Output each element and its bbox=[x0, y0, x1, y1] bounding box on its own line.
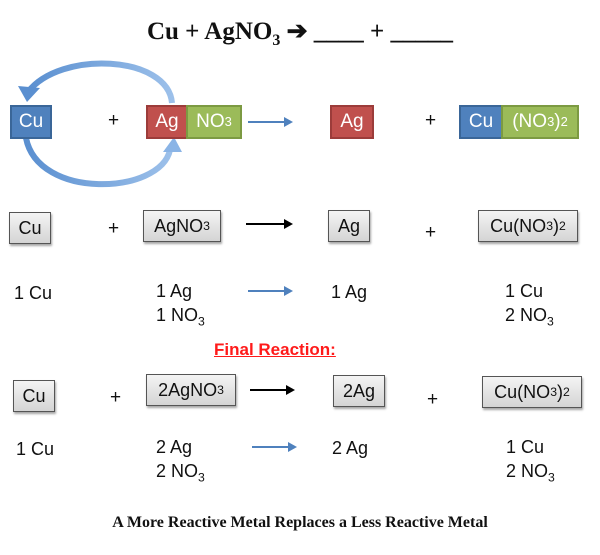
count-line: 1 Cu bbox=[16, 439, 55, 459]
title-arrow-icon: ➔ bbox=[286, 18, 308, 45]
swap-arrows-icon bbox=[18, 60, 293, 188]
reactant-label: Cu bbox=[18, 217, 42, 238]
product-2ag-box: 2Ag bbox=[333, 375, 385, 407]
count-text: 2 NO bbox=[156, 461, 199, 481]
paren: ) bbox=[554, 111, 561, 132]
atom-count-product1: 2 Ag bbox=[332, 436, 368, 460]
plus-sign: + bbox=[427, 389, 439, 410]
plus-sign: + bbox=[108, 110, 120, 131]
swap-arrow-top-head bbox=[18, 86, 40, 102]
swap-arrow-top bbox=[25, 60, 175, 104]
reaction-arrow-icon bbox=[250, 385, 295, 395]
title-reactants: Cu + AgNO bbox=[146, 18, 273, 45]
caption: A More Reactive Metal Replaces a Less Re… bbox=[112, 514, 488, 531]
count-line: 2 Ag bbox=[332, 438, 369, 458]
equation-title: Cu + AgNO3 ➔ ____ + _____ bbox=[0, 16, 600, 50]
reaction-arrow-icon bbox=[246, 219, 293, 229]
title-subscript: 3 bbox=[272, 32, 281, 49]
count-line: 1 NO3 bbox=[156, 303, 205, 327]
reactant-label: AgNO bbox=[154, 215, 204, 236]
product-ag-block: Ag bbox=[330, 105, 374, 139]
title-blanks: ____ + _____ bbox=[313, 18, 454, 45]
reactant-cu-box: Cu bbox=[13, 380, 55, 412]
atom-count-reactant1: 1 Cu bbox=[16, 437, 54, 461]
paren: ) bbox=[557, 381, 563, 402]
count-line: 1 Cu bbox=[506, 437, 545, 457]
cu-block: Cu bbox=[10, 105, 52, 139]
no3-block-label: NO bbox=[196, 111, 225, 132]
count-text: 1 NO bbox=[156, 305, 199, 325]
plus-sign: + bbox=[425, 110, 437, 131]
product-label: 2Ag bbox=[342, 380, 376, 401]
product-label: Cu(NO bbox=[494, 381, 551, 402]
subscript: 3 bbox=[547, 314, 554, 329]
product-ag-box: Ag bbox=[328, 210, 370, 242]
product-cu-label: Cu bbox=[468, 111, 494, 132]
atom-count-product2: 1 Cu 2 NO3 bbox=[505, 279, 554, 327]
count-line: 2 NO3 bbox=[506, 459, 555, 483]
plus-sign: + bbox=[425, 222, 437, 243]
count-text: 2 NO bbox=[506, 461, 549, 481]
plus-sign: + bbox=[110, 387, 122, 408]
reactant-label: 2AgNO bbox=[158, 379, 218, 400]
swap-arrow-bottom bbox=[23, 137, 173, 188]
product-label: Ag bbox=[337, 215, 361, 236]
paren: ) bbox=[553, 215, 559, 236]
subscript: 3 bbox=[548, 470, 555, 485]
atom-count-reactant2: 1 Ag 1 NO3 bbox=[156, 279, 205, 327]
count-line: 2 NO3 bbox=[156, 459, 205, 483]
count-line: 1 Cu bbox=[505, 281, 544, 301]
count-arrow-icon bbox=[248, 286, 293, 296]
product-ag-label: Ag bbox=[340, 111, 364, 132]
plus-sign: + bbox=[108, 218, 120, 239]
ag-block-label: Ag bbox=[155, 111, 179, 132]
count-line: 1 Ag bbox=[156, 281, 193, 301]
swap-arrow-bottom-head bbox=[163, 137, 182, 152]
product-label: Cu(NO bbox=[490, 215, 547, 236]
product-cu-block: Cu bbox=[459, 105, 503, 139]
subscript: 3 bbox=[198, 314, 205, 329]
cu-block-label: Cu bbox=[18, 111, 44, 132]
count-arrow-icon bbox=[252, 442, 297, 452]
count-line: 1 Cu bbox=[14, 283, 53, 303]
ag-block: Ag bbox=[146, 105, 188, 139]
atom-count-product1: 1 Ag bbox=[331, 280, 367, 304]
count-line: 2 Ag bbox=[156, 437, 193, 457]
atom-count-reactant1: 1 Cu bbox=[14, 281, 52, 305]
atom-count-product2: 1 Cu 2 NO3 bbox=[506, 435, 555, 483]
reactant-cu-box: Cu bbox=[9, 212, 51, 244]
count-text: 2 NO bbox=[505, 305, 548, 325]
reactant-label: Cu bbox=[22, 385, 46, 406]
product-no3-label: (NO bbox=[512, 111, 548, 132]
final-reaction-heading: Final Reaction: bbox=[214, 340, 336, 359]
atom-count-reactant2: 2 Ag 2 NO3 bbox=[156, 435, 205, 483]
count-line: 2 NO3 bbox=[505, 303, 554, 327]
count-line: 1 Ag bbox=[331, 282, 368, 302]
subscript: 3 bbox=[198, 470, 205, 485]
